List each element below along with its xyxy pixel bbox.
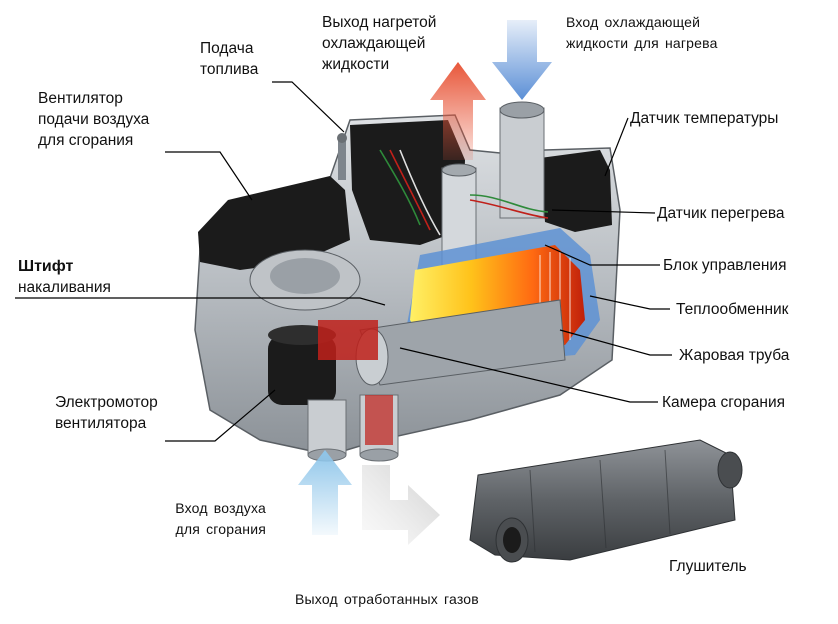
muffler-illustration — [469, 439, 743, 563]
label-combustion-fan-line2: подачи воздуха — [38, 111, 150, 128]
leader-heat-exchanger — [589, 295, 670, 310]
fuel-fitting — [337, 133, 347, 180]
label-flame-tube: Жаровая труба — [679, 347, 790, 364]
leader-fuel-supply — [272, 81, 345, 133]
label-fan-motor-line1: Электромотор — [55, 394, 158, 411]
label-temperature-sensor: Датчик температуры — [630, 110, 779, 127]
label-coolant-in-line1: Вход охлаждающей — [566, 14, 701, 30]
leader-glow-pin — [15, 297, 386, 306]
label-air-intake-line2: для сгорания — [175, 521, 266, 537]
leader-lines — [15, 81, 672, 442]
coolant-in-arrow — [492, 20, 552, 100]
label-coolant-in-line2: жидкости для нагрева — [566, 35, 718, 51]
leader-combustion-fan — [165, 151, 253, 201]
label-air-intake-line1: Вход воздуха — [175, 500, 266, 516]
air-intake-arrow — [298, 450, 352, 535]
leader-combustion-chamber — [399, 347, 658, 403]
fan-assembly — [249, 249, 378, 405]
label-combustion-fan-line3: для сгорания — [38, 132, 134, 149]
label-fuel-supply-line2: топлива — [200, 61, 259, 78]
label-fuel-supply: Подача топлива — [200, 38, 258, 80]
exhaust-arrow — [362, 465, 440, 545]
label-coolant-in: Вход охлаждающей жидкости для нагрева — [566, 12, 718, 54]
label-control-unit: Блок управления — [663, 257, 787, 274]
label-fan-motor: Электромотор вентилятора — [55, 392, 158, 434]
label-combustion-chamber: Камера сгорания — [662, 394, 786, 411]
leader-temperature-sensor — [604, 117, 629, 177]
label-exhaust-out: Выход отработанных газов — [295, 591, 479, 607]
leader-fan-motor — [165, 389, 276, 442]
label-glow-pin: Штифт накаливания — [18, 256, 111, 298]
label-hot-coolant-out-line3: жидкости — [322, 56, 390, 73]
hot-coolant-arrow — [430, 62, 486, 160]
leader-flame-tube — [559, 329, 672, 356]
label-combustion-fan: Вентилятор подачи воздуха для сгорания — [38, 88, 149, 151]
label-fan-motor-line2: вентилятора — [55, 415, 147, 432]
wiring — [379, 149, 549, 236]
leader-overheat-sensor — [551, 209, 656, 214]
leader-control-unit — [544, 244, 660, 266]
label-overheat-sensor: Датчик перегрева — [657, 205, 785, 222]
label-glow-pin-line1: Штифт — [18, 258, 74, 275]
label-air-intake: Вход воздуха для сгорания — [150, 498, 266, 540]
label-hot-coolant-out-line1: Выход нагретой — [322, 14, 437, 31]
label-heat-exchanger: Теплообменник — [676, 301, 789, 318]
label-fuel-supply-line1: Подача — [200, 40, 254, 57]
label-muffler: Глушитель — [669, 558, 747, 575]
label-glow-pin-line2: накаливания — [18, 279, 111, 296]
label-hot-coolant-out-line2: охлаждающей — [322, 35, 426, 52]
label-combustion-fan-line1: Вентилятор — [38, 90, 123, 107]
combustion-core — [355, 228, 600, 386]
label-hot-coolant-out: Выход нагретой охлаждающей жидкости — [322, 12, 436, 75]
